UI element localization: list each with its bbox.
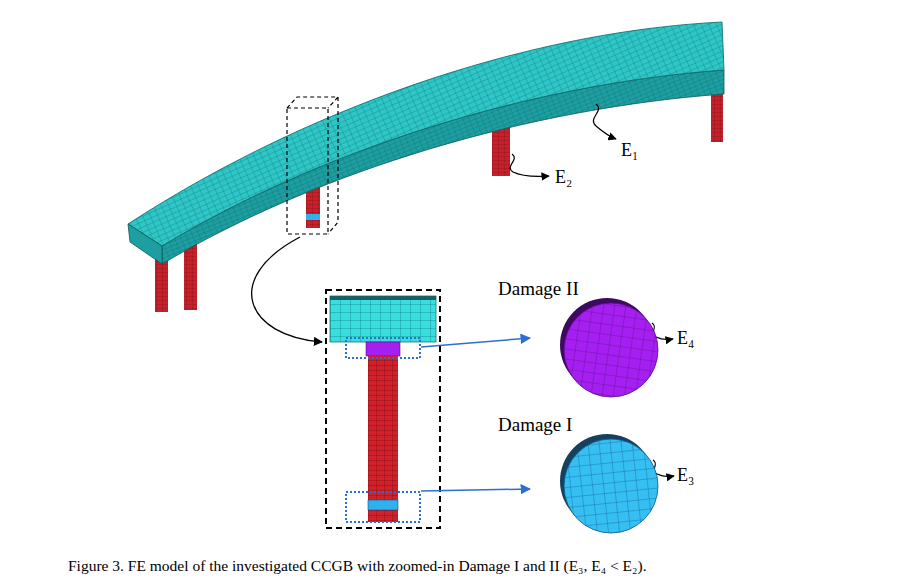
bridge-deck: [128, 22, 724, 264]
section-heading: Damage I: [496, 414, 574, 436]
damage-section: Damage I: [496, 414, 664, 538]
leader-line: [510, 154, 549, 176]
leader-line: [593, 104, 616, 139]
section-heading: Damage II: [496, 278, 581, 300]
modulus-label: E₂: [555, 167, 572, 187]
modulus-label: E₁: [621, 140, 638, 160]
section-mesh: [564, 303, 658, 397]
deck-surface: [128, 22, 724, 246]
damage-ii-marker: [346, 338, 420, 358]
damage-band: [306, 214, 320, 220]
zoom-box-back: [287, 97, 338, 234]
modulus-label: E₃: [677, 465, 694, 485]
inset-deck-top: [330, 296, 436, 300]
damage-i-zone: [368, 500, 398, 510]
figure-caption: Figure 3. FE model of the investigated C…: [68, 557, 647, 575]
zoom-arrow: [252, 237, 322, 342]
zoom-box-front: [287, 108, 328, 234]
zoom-box: [287, 97, 338, 234]
inset-frame: [326, 290, 440, 528]
section-arrow: [421, 489, 530, 491]
zoomed-pier-inset: [326, 290, 530, 528]
inset-pier: [368, 356, 398, 522]
section-arrow: [421, 338, 530, 347]
section-mesh: [564, 439, 658, 533]
inset-deck: [330, 296, 436, 342]
damage-ii-zone: [366, 342, 400, 356]
damage-section: Damage II: [496, 278, 664, 402]
damage-i-marker: [346, 492, 420, 522]
deck-end: [128, 224, 162, 264]
modulus-label: E₄: [677, 328, 694, 348]
